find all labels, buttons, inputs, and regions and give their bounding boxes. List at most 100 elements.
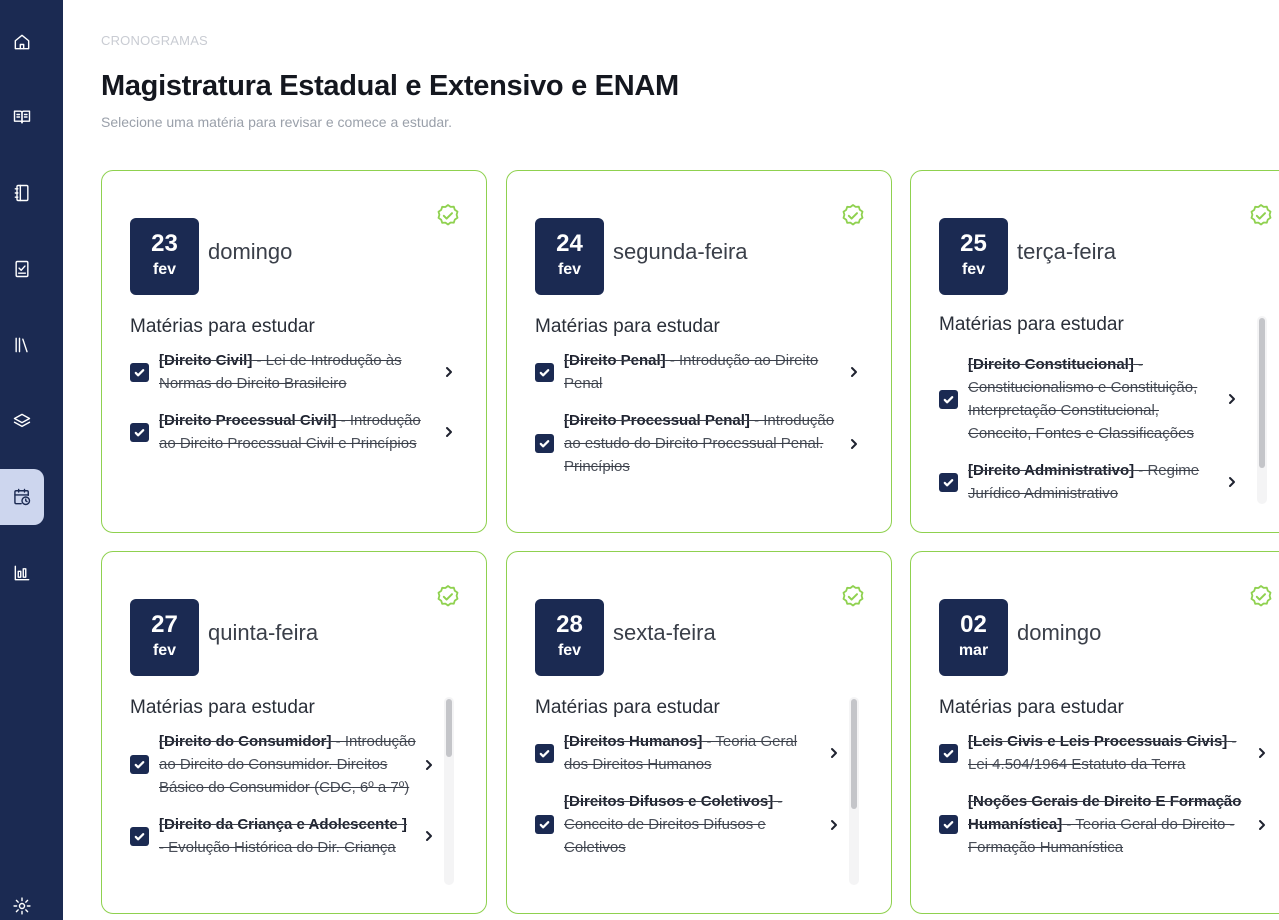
subject-list: [Direito Civil] - Lei de Introdução às N… (130, 349, 458, 504)
page-title: Magistratura Estadual e Extensivo e ENAM (101, 70, 679, 102)
nav-statistics[interactable] (0, 545, 44, 601)
subject-item[interactable]: [Direitos Difusos e Coletivos] - Conceit… (535, 790, 843, 859)
subject-text: [Direito Constitucional] - Constituciona… (968, 353, 1219, 445)
nav-settings[interactable] (0, 878, 44, 920)
calendar-clock-icon (14, 488, 31, 506)
chevron-right-icon[interactable] (825, 744, 843, 762)
nav-layers[interactable] (0, 393, 44, 449)
subject-topic: - Introdução ao Direito do Consumidor. D… (159, 733, 416, 796)
subject-checkbox[interactable] (939, 389, 958, 409)
scrollbar-thumb[interactable] (1259, 318, 1265, 468)
subject-checkbox[interactable] (535, 743, 554, 763)
subject-checkbox[interactable] (939, 472, 958, 492)
weekday-label: domingo (208, 239, 293, 264)
subject-item[interactable]: [Direito do Consumidor] - Introdução ao … (130, 730, 438, 799)
chevron-right-icon[interactable] (845, 435, 863, 453)
nav-library[interactable] (0, 317, 44, 373)
section-label: Matérias para estudar (939, 314, 1124, 335)
subject-item[interactable]: [Direitos Humanos] - Teoria Geral dos Di… (535, 730, 843, 776)
subject-list: [Direito do Consumidor] - Introdução ao … (130, 730, 438, 885)
subject-checkbox[interactable] (939, 743, 958, 763)
weekday-label: segunda-feira (613, 239, 748, 264)
subject-text: [Direito do Consumidor] - Introdução ao … (159, 730, 416, 799)
chevron-right-icon[interactable] (1223, 473, 1241, 491)
subject-item[interactable]: [Direito Processual Penal] - Introdução … (535, 409, 863, 478)
subject-topic: - Evolução Histórica do Dir. Criança (159, 839, 396, 856)
date-day: 24 (556, 230, 583, 257)
scrollbar[interactable] (1257, 316, 1267, 504)
chevron-right-icon[interactable] (440, 363, 458, 381)
chevron-right-icon[interactable] (1223, 390, 1241, 408)
weekday-label: domingo (1017, 620, 1102, 645)
subject-item[interactable]: [Direito da Criança e Adolescente ] - Ev… (130, 813, 438, 859)
subject-checkbox[interactable] (130, 826, 149, 846)
library-icon (15, 337, 28, 353)
date-day: 25 (960, 230, 987, 257)
date-month: mar (958, 642, 989, 659)
chevron-right-icon[interactable] (825, 816, 843, 834)
check-icon (134, 832, 145, 840)
date-day: 27 (151, 611, 178, 638)
subject-item[interactable]: [Direito Penal] - Introdução ao Direito … (535, 349, 863, 395)
subject-text: [Noções Gerais de Direito E Formação Hum… (968, 790, 1249, 859)
subject-item[interactable]: [Noções Gerais de Direito E Formação Hum… (939, 790, 1271, 859)
check-icon (134, 761, 145, 769)
subject-text: [Direito Processual Penal] - Introdução … (564, 409, 841, 478)
subject-title: [Direito Constitucional] (968, 356, 1134, 373)
scrollbar-thumb[interactable] (851, 699, 857, 809)
subject-text: [Direito Penal] - Introdução ao Direito … (564, 349, 841, 395)
chevron-right-icon[interactable] (1253, 816, 1271, 834)
check-icon (943, 749, 954, 757)
subject-title: [Direito da Criança e Adolescente ] (159, 816, 407, 833)
breadcrumb[interactable]: CRONOGRAMAS (101, 33, 208, 48)
scrollbar[interactable] (849, 697, 859, 885)
subject-title: [Direito Processual Civil] (159, 412, 337, 429)
nav-home[interactable] (0, 14, 44, 70)
subject-item[interactable]: [Leis Civis e Leis Processuais Civis] - … (939, 730, 1271, 776)
subject-text: [Direito Processual Civil] - Introdução … (159, 409, 436, 455)
scrollbar-thumb[interactable] (446, 699, 452, 757)
chevron-right-icon[interactable] (420, 756, 438, 774)
subject-checkbox[interactable] (130, 422, 149, 442)
chevron-right-icon[interactable] (440, 423, 458, 441)
subject-item[interactable]: [Direito Administrativo] - Regime Jurídi… (939, 459, 1241, 504)
chevron-right-icon[interactable] (1253, 744, 1271, 762)
subject-checkbox[interactable] (130, 362, 149, 382)
nav-schedules[interactable] (0, 469, 44, 525)
subject-item[interactable]: [Direito Civil] - Lei de Introdução às N… (130, 349, 458, 395)
subject-checkbox[interactable] (130, 755, 149, 774)
subject-item[interactable]: [Direito Constitucional] - Constituciona… (939, 353, 1241, 445)
subject-checkbox[interactable] (535, 815, 554, 834)
subject-list: [Leis Civis e Leis Processuais Civis] - … (939, 730, 1271, 885)
chevron-right-icon[interactable] (420, 827, 438, 845)
nav-notebook[interactable] (0, 165, 44, 221)
subject-text: [Direito da Criança e Adolescente ] - Ev… (159, 813, 416, 859)
bar-chart-icon (14, 565, 30, 581)
chevron-right-icon[interactable] (845, 363, 863, 381)
scrollbar[interactable] (444, 697, 454, 885)
open-book-icon (13, 110, 31, 124)
subject-topic: - Teoria Geral dos Direitos Humanos (564, 733, 798, 773)
layers-icon (13, 413, 31, 428)
subject-list: [Direito Penal] - Introdução ao Direito … (535, 349, 863, 504)
nav-courses[interactable] (0, 89, 44, 145)
subject-text: [Leis Civis e Leis Processuais Civis] - … (968, 730, 1249, 776)
subject-text: [Direitos Humanos] - Teoria Geral dos Di… (564, 730, 821, 776)
check-icon (943, 821, 954, 829)
subject-checkbox[interactable] (939, 815, 958, 834)
notebook-icon (14, 184, 29, 202)
subject-item[interactable]: [Direito Processual Civil] - Introdução … (130, 409, 458, 455)
subject-checkbox[interactable] (535, 434, 554, 453)
subject-checkbox[interactable] (535, 362, 554, 382)
subject-title: [Direito Administrativo] (968, 462, 1135, 479)
home-icon (14, 34, 30, 50)
nav-tasks[interactable] (0, 241, 44, 297)
subject-topic: - Lei de Introdução às Normas do Direito… (159, 352, 402, 392)
